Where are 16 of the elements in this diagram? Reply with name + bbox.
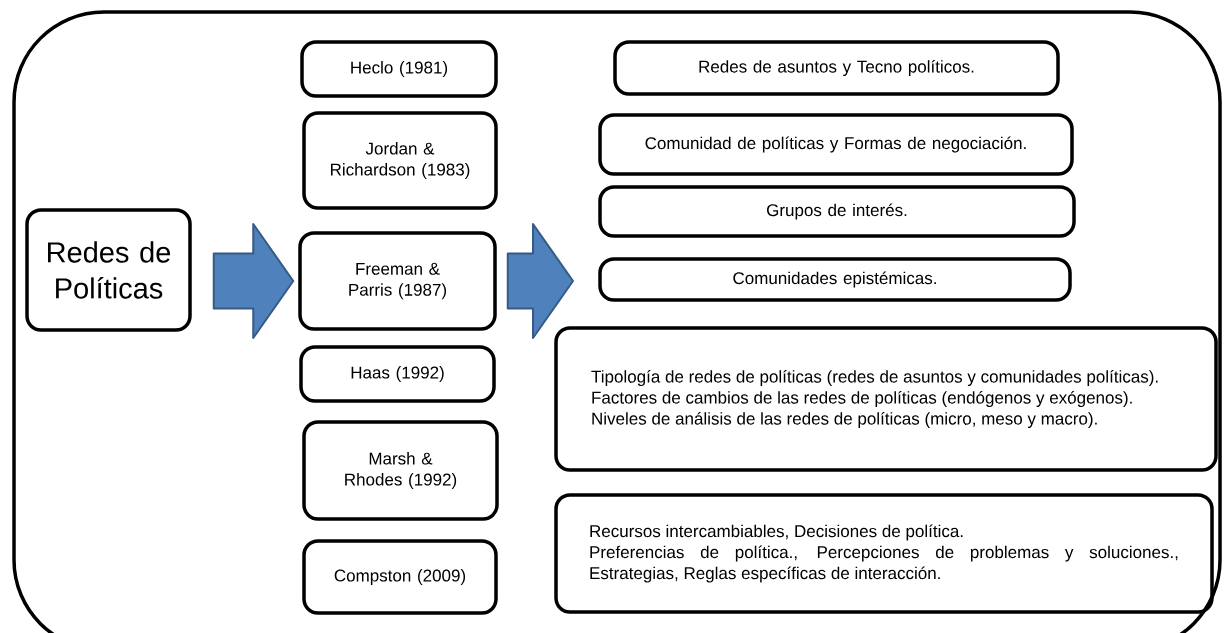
author-box: Compston (2009) xyxy=(302,539,498,615)
author-box: Heclo (1981) xyxy=(300,40,498,98)
concept-box: Recursos intercambiables, Decisiones de política. Preferencias de política., Percepciones de problemas y soluciones., Estrategias, Reglas específicas de interacción. xyxy=(554,493,1214,614)
block-arrow xyxy=(506,223,574,339)
frame-box xyxy=(12,10,1222,633)
author-box: Freeman & Parris (1987) xyxy=(298,231,497,331)
concept-box: Grupos de interés. xyxy=(598,185,1076,238)
concept-box: Comunidades epistémicas. xyxy=(598,257,1072,302)
concept-box: Tipología de redes de políticas (redes de asuntos y comunidades políticas). Factores de cambios de las redes de políticas (endógenos y exógenos). Niveles de análisis de las redes de políticas (micro, meso y macro). xyxy=(554,326,1218,472)
concept-box: Redes de asuntos y Tecno políticos. xyxy=(613,40,1060,96)
concept-box: Comunidad de políticas y Formas de negociación. xyxy=(598,113,1074,176)
author-box: Haas (1992) xyxy=(299,345,496,403)
author-box: Jordan & Richardson (1983) xyxy=(302,111,498,210)
author-box: Marsh & Rhodes (1992) xyxy=(302,420,499,521)
block-arrow xyxy=(212,223,295,339)
topic-box: Redes de Políticas xyxy=(25,208,192,332)
